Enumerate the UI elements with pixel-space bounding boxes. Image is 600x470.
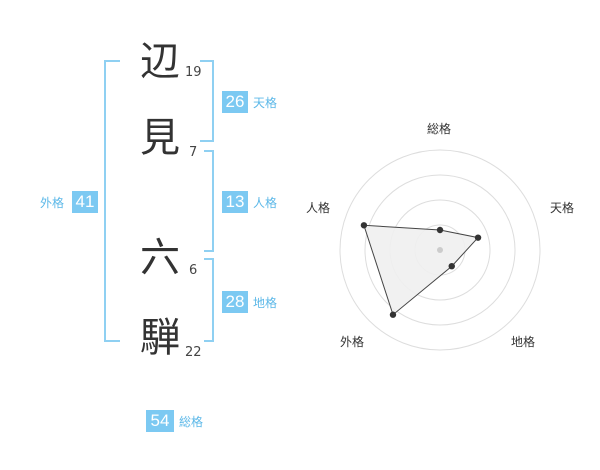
radar-center-dot (437, 247, 443, 253)
chikaku-bracket (204, 258, 214, 342)
radar-points (360, 222, 482, 318)
name-char-2: 見 (140, 115, 180, 161)
gaikaku-bracket (104, 60, 120, 342)
soukaku-label: 総格 (179, 415, 204, 429)
radar-ring (364, 174, 516, 326)
radar-point-4 (360, 222, 368, 229)
jinkaku-bracket (204, 150, 214, 252)
gaikaku-label: 外格 (40, 196, 65, 210)
radar-label-tenkaku: 天格 (550, 201, 575, 215)
radar-ring (339, 149, 541, 351)
gaikaku-value: 41 (72, 191, 98, 213)
name-char-1: 辺 (140, 39, 180, 85)
stroke-count-3: 6 (189, 263, 198, 278)
radar-chart (339, 149, 541, 351)
radar-point-0 (436, 226, 444, 234)
jinkaku-value: 13 (222, 191, 248, 213)
radar-label-soukaku: 総格 (427, 122, 452, 136)
soukaku-value: 54 (146, 410, 174, 432)
tenkaku-bracket (200, 60, 214, 142)
name-char-4: 騨 (140, 315, 180, 361)
radar-area (363, 224, 479, 316)
radar-label-jinkaku: 人格 (306, 201, 331, 215)
tenkaku-value: 26 (222, 91, 248, 113)
stroke-count-2: 7 (189, 145, 198, 160)
tenkaku-label: 天格 (253, 96, 278, 110)
radar-point-2 (448, 262, 455, 270)
chikaku-label: 地格 (253, 296, 278, 310)
radar-point-1 (474, 234, 482, 241)
jinkaku-label: 人格 (253, 196, 278, 210)
radar-label-gaikaku: 外格 (340, 335, 365, 349)
name-char-3: 六 (140, 235, 180, 281)
stroke-count-1: 19 (185, 65, 202, 80)
radar-label-chikaku: 地格 (511, 335, 536, 349)
stroke-count-4: 22 (185, 345, 202, 360)
chikaku-value: 28 (222, 291, 248, 313)
radar-point-3 (389, 311, 397, 318)
